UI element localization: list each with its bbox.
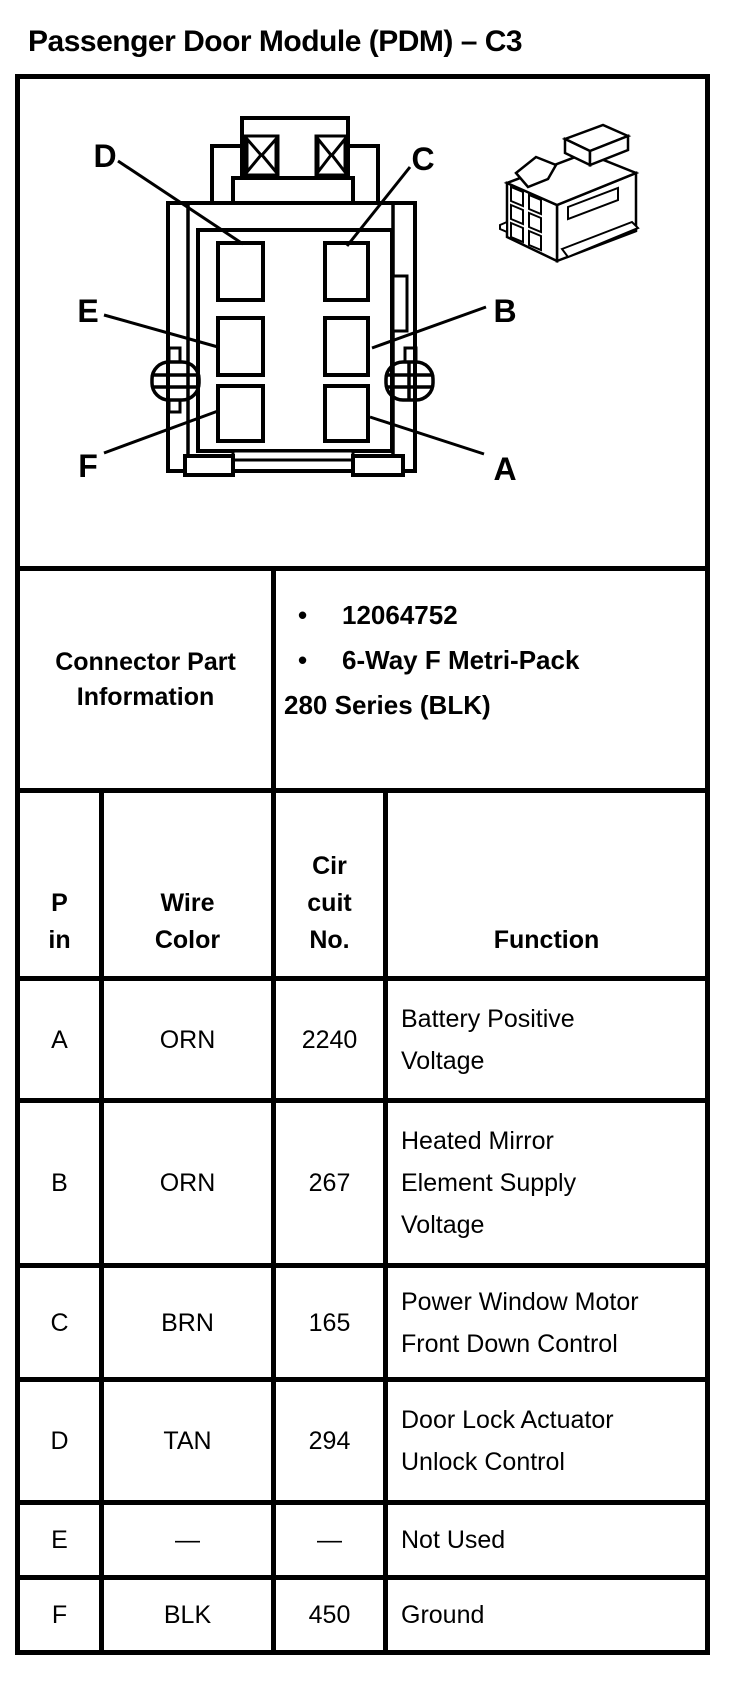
leader-b — [371, 305, 487, 350]
pin-cell-b: B — [20, 1103, 99, 1263]
circuit-no-cell-e: — — [276, 1505, 383, 1575]
wire-color-cell-d: TAN — [104, 1382, 271, 1500]
side-slot — [391, 274, 409, 333]
connector-part-info-details: • 12064752 • 6-Way F Metri-Pack 280 Seri… — [276, 571, 705, 788]
pin-cell-e: E — [20, 1505, 99, 1575]
connector-pinout-table: D C E B F A Connector Part Information •… — [15, 74, 710, 1655]
connector-face-drawing: D C E B F A — [77, 116, 640, 487]
pin-cell-c: C — [20, 1268, 99, 1377]
function-cell-e: Not Used — [388, 1505, 705, 1575]
circuit-no-cell-d: 294 — [276, 1382, 383, 1500]
function-cell-a: Battery Positive Voltage — [388, 981, 705, 1098]
cavity-b — [323, 316, 370, 377]
function-cell-d: Door Lock Actuator Unlock Control — [388, 1382, 705, 1500]
bullet-icon: • — [298, 600, 308, 630]
cavity-f — [216, 384, 265, 443]
function-cell-f: Ground — [388, 1580, 705, 1650]
col-header-function: Function — [388, 793, 705, 976]
wire-color-cell-b: ORN — [104, 1103, 271, 1263]
connector-series: 280 Series (BLK) — [284, 690, 491, 720]
circuit-no-cell-a: 2240 — [276, 981, 383, 1098]
page-title: Passenger Door Module (PDM) – C3 — [28, 25, 523, 58]
latch-left — [150, 346, 201, 414]
connector-type-item: • 6-Way F Metri-Pack — [282, 638, 699, 683]
leader-a — [369, 415, 485, 456]
wire-color-cell-c: BRN — [104, 1268, 271, 1377]
connector-diagram: D C E B F A — [20, 79, 705, 566]
cavity-d — [216, 241, 265, 302]
part-number-item: • 12064752 — [282, 593, 699, 638]
function-cell-b: Heated Mirror Element Supply Voltage — [388, 1103, 705, 1263]
connector-isometric-view — [499, 123, 640, 263]
foot-right — [351, 454, 405, 477]
wire-color-cell-a: ORN — [104, 981, 271, 1098]
bottom-lip — [231, 449, 355, 462]
leader-e — [103, 313, 219, 349]
circuit-no-cell-c: 165 — [276, 1268, 383, 1377]
connector-part-info-heading: Connector Part Information — [20, 571, 271, 788]
col-header-pin: P in — [20, 793, 99, 976]
pin-cell-f: F — [20, 1580, 99, 1650]
leader-d — [117, 159, 244, 246]
part-info-list: • 12064752 • 6-Way F Metri-Pack — [282, 593, 699, 683]
cavity-a — [323, 384, 370, 443]
lock-tab-clip-left — [243, 134, 280, 177]
lock-tab-clip-right — [314, 134, 349, 177]
pin-label-a: A — [493, 451, 516, 487]
foot-left — [183, 454, 235, 477]
pin-cell-a: A — [20, 981, 99, 1098]
pin-label-b: B — [493, 293, 516, 329]
cavity-e — [216, 316, 265, 377]
pin-label-f: F — [78, 448, 98, 484]
function-cell-c: Power Window Motor Front Down Control — [388, 1268, 705, 1377]
pin-label-e: E — [77, 293, 98, 329]
cavity-c — [323, 241, 370, 302]
latch-right — [384, 346, 435, 402]
circuit-no-cell-b: 267 — [276, 1103, 383, 1263]
col-header-wire-color: Wire Color — [104, 793, 271, 976]
pin-cell-d: D — [20, 1382, 99, 1500]
connector-type: 6-Way F Metri-Pack — [342, 645, 580, 675]
leader-c — [345, 166, 412, 247]
lock-tab-base — [231, 176, 355, 205]
leader-f — [103, 409, 219, 455]
col-header-circuit-no: Cir cuit No. — [276, 793, 383, 976]
bullet-icon: • — [298, 645, 308, 675]
part-number: 12064752 — [342, 600, 458, 630]
wire-color-cell-e: — — [104, 1505, 271, 1575]
circuit-no-cell-f: 450 — [276, 1580, 383, 1650]
leader-lines — [103, 159, 487, 456]
pin-label-d: D — [93, 138, 116, 174]
pin-label-c: C — [411, 141, 434, 177]
pin-cavities — [216, 241, 370, 443]
wire-color-cell-f: BLK — [104, 1580, 271, 1650]
